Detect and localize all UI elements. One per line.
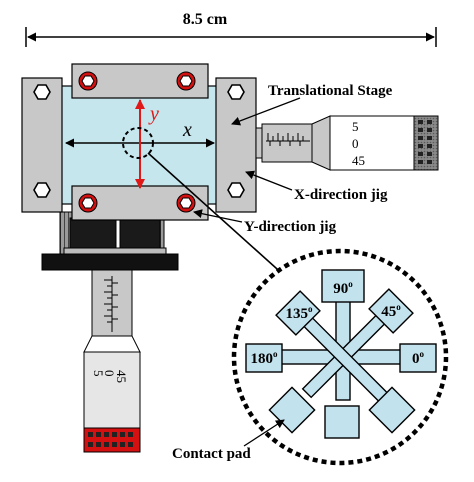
- micrometer-cone: [83, 335, 141, 353]
- contact-pad-pointer: [243, 419, 285, 447]
- micrometer-cone: [311, 115, 331, 171]
- pad-45: [368, 288, 414, 334]
- scale-mark-bottom: 45: [114, 370, 129, 383]
- angle-label-45: 45o: [381, 302, 401, 320]
- pad-180: [245, 343, 283, 373]
- x-micrometer: 5 0 45: [255, 115, 439, 171]
- sample-region-marker: [122, 127, 154, 159]
- angle-label-90: 90o: [333, 279, 353, 297]
- y-jig-pointer: [193, 209, 243, 223]
- axes: x y: [65, 99, 215, 189]
- micrometer-knob[interactable]: [83, 427, 141, 453]
- hex-screw: [33, 182, 51, 198]
- y-direction-jig: [71, 63, 209, 221]
- micrometer-knob[interactable]: [413, 115, 439, 171]
- pad-135: [275, 290, 321, 336]
- red-screw: [78, 193, 98, 213]
- red-screw: [78, 71, 98, 91]
- contact-pad: [368, 386, 416, 434]
- pad-0: [399, 343, 437, 373]
- scale-mark-bottom: 45: [352, 153, 365, 168]
- red-screw: [176, 193, 196, 213]
- scale-mark-mid: 0: [102, 370, 117, 377]
- connector-pins: [418, 120, 432, 164]
- dimension-label: 8.5 cm: [183, 11, 228, 28]
- x-jig-pointer: [245, 170, 293, 191]
- dimension-indicator: 8.5 cm: [25, 11, 437, 47]
- translational-stage-label: Translational Stage: [268, 83, 393, 99]
- connector-pins: [88, 432, 133, 447]
- angle-label-135: 135o: [286, 304, 314, 322]
- x-direction-jig: [21, 77, 257, 213]
- contact-pad-label: Contact pad: [172, 446, 251, 462]
- scale-mark-mid: 0: [352, 136, 359, 151]
- red-screw: [176, 71, 196, 91]
- hex-screw: [33, 84, 51, 100]
- scale-mark-top: 5: [352, 119, 359, 134]
- y-stage-body: [41, 211, 179, 271]
- hex-screw: [227, 84, 245, 100]
- base-plate: [41, 253, 179, 271]
- zoom-pointer: [147, 152, 297, 287]
- angle-label-180: 180o: [251, 349, 279, 367]
- block-left: [69, 217, 117, 251]
- y-jig-label: Y-direction jig: [244, 219, 337, 235]
- angle-label-0: 0o: [412, 349, 425, 367]
- scale-mark-top: 5: [91, 370, 106, 377]
- electrode-pattern: 90o 45o 135o 180o 0o: [245, 269, 437, 439]
- x-jig-label: X-direction jig: [294, 187, 388, 203]
- pad-90: [321, 269, 365, 303]
- micrometer-thimble: [329, 115, 415, 171]
- spacer-plate: [63, 247, 167, 255]
- y-micrometer: 5 0 45: [83, 269, 141, 453]
- x-axis-label: x: [182, 119, 192, 141]
- hex-screw: [227, 182, 245, 198]
- callouts: Translational Stage X-direction jig Y-di…: [172, 83, 393, 462]
- block-right: [119, 217, 161, 251]
- translational-stage-pointer: [231, 97, 301, 126]
- micrometer-thimble: [83, 351, 141, 429]
- contact-pad: [324, 405, 360, 439]
- y-axis-label: y: [148, 103, 159, 125]
